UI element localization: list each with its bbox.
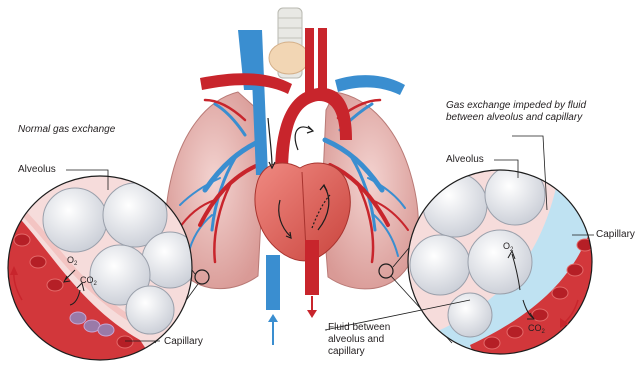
impeded-gas-exchange-caption: Gas exchange impeded by fluid between al… bbox=[446, 100, 596, 124]
inferior-vena-cava bbox=[266, 255, 280, 345]
alveolus-label-right: Alveolus bbox=[446, 154, 484, 166]
capillary-label-left: Capillary bbox=[164, 336, 203, 348]
trachea bbox=[269, 8, 309, 78]
impeded-exchange-magnified bbox=[408, 165, 600, 361]
alveolus-label-left: Alveolus bbox=[18, 164, 56, 176]
fluid-between-label: Fluid between alveolus and capillary bbox=[328, 322, 406, 358]
carotid-arteries bbox=[305, 28, 327, 98]
descending-aorta bbox=[305, 240, 319, 318]
capillary-label-right: Capillary bbox=[596, 229, 635, 241]
normal-gas-exchange-caption: Normal gas exchange bbox=[18, 124, 115, 136]
